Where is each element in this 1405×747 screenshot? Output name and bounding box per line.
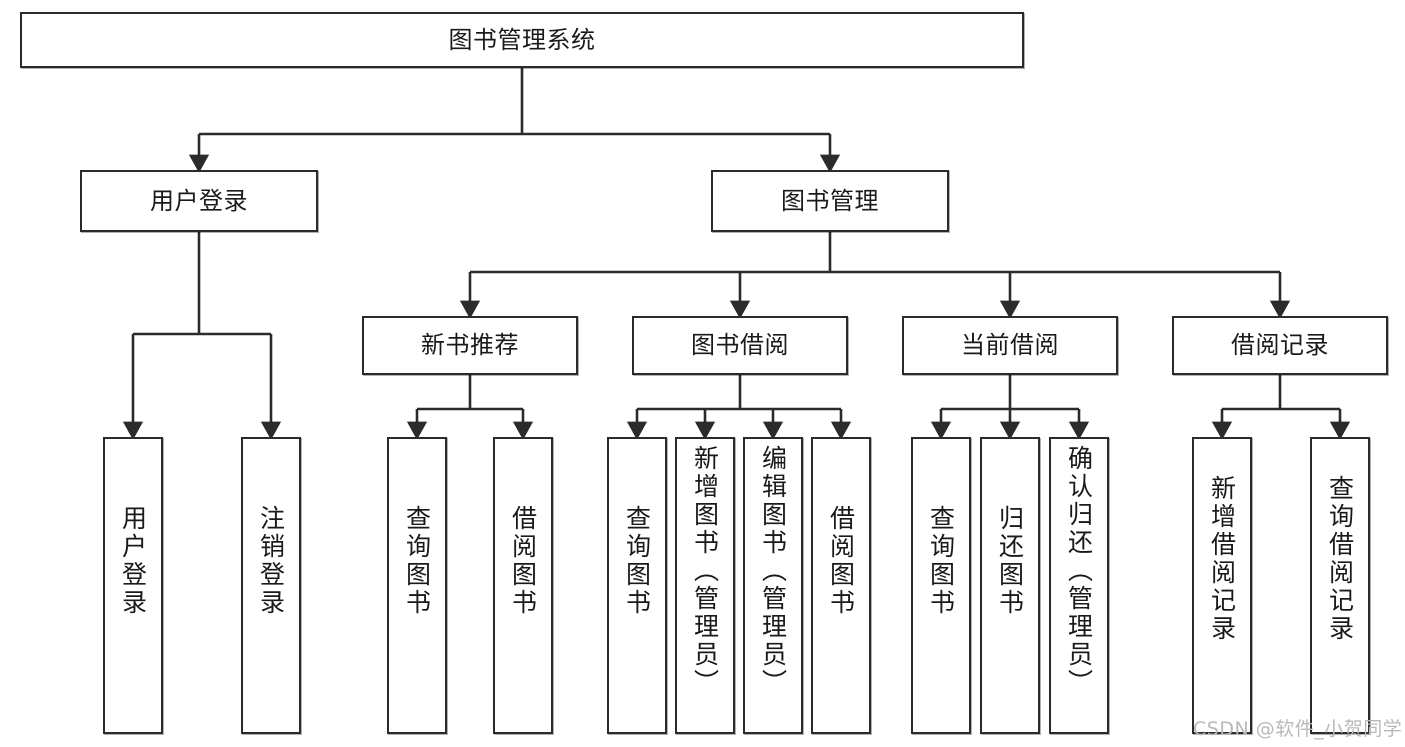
node-book-manage[interactable]: 图书管理 <box>711 170 949 232</box>
node-book-manage-label: 图书管理 <box>781 186 879 215</box>
node-leaf-query-book-1[interactable]: 查询图书 <box>387 437 447 734</box>
node-leaf-query-book-3-label: 查询图书 <box>926 505 956 617</box>
node-new-book-recommend[interactable]: 新书推荐 <box>362 316 578 375</box>
node-root[interactable]: 图书管理系统 <box>20 12 1024 68</box>
node-book-borrow[interactable]: 图书借阅 <box>632 316 848 375</box>
node-leaf-borrow-book-2[interactable]: 借阅图书 <box>811 437 871 734</box>
node-leaf-edit-book[interactable]: 编辑图书（管理员） <box>743 437 803 734</box>
node-root-label: 图书管理系统 <box>448 25 596 54</box>
node-leaf-query-record[interactable]: 查询借阅记录 <box>1310 437 1370 734</box>
node-leaf-borrow-book-1-label: 借阅图书 <box>508 505 538 617</box>
node-user-login[interactable]: 用户登录 <box>80 170 318 232</box>
node-leaf-logout-label: 注销登录 <box>256 505 286 617</box>
node-leaf-query-book-2[interactable]: 查询图书 <box>607 437 667 734</box>
node-leaf-add-book-label: 新增图书（管理员） <box>690 445 720 697</box>
node-leaf-query-record-label: 查询借阅记录 <box>1325 475 1355 643</box>
node-leaf-confirm-return[interactable]: 确认归还（管理员） <box>1049 437 1109 734</box>
node-leaf-add-record-label: 新增借阅记录 <box>1207 475 1237 643</box>
node-leaf-add-record[interactable]: 新增借阅记录 <box>1192 437 1252 734</box>
csdn-watermark: CSDN @软件_小贺同学 <box>1193 718 1403 740</box>
node-current-borrow[interactable]: 当前借阅 <box>902 316 1118 375</box>
node-leaf-add-book[interactable]: 新增图书（管理员） <box>675 437 735 734</box>
node-leaf-confirm-return-label: 确认归还（管理员） <box>1064 445 1094 697</box>
node-leaf-user-login-label: 用户登录 <box>118 505 148 617</box>
node-leaf-return-book-label: 归还图书 <box>995 505 1025 617</box>
node-leaf-borrow-book-2-label: 借阅图书 <box>826 505 856 617</box>
node-leaf-query-book-3[interactable]: 查询图书 <box>911 437 971 734</box>
node-book-borrow-label: 图书借阅 <box>691 331 789 360</box>
node-leaf-logout[interactable]: 注销登录 <box>241 437 301 734</box>
node-new-book-recommend-label: 新书推荐 <box>421 331 519 360</box>
node-leaf-query-book-2-label: 查询图书 <box>622 505 652 617</box>
node-leaf-edit-book-label: 编辑图书（管理员） <box>758 445 788 697</box>
node-leaf-borrow-book-1[interactable]: 借阅图书 <box>493 437 553 734</box>
node-current-borrow-label: 当前借阅 <box>961 331 1059 360</box>
node-leaf-return-book[interactable]: 归还图书 <box>980 437 1040 734</box>
node-borrow-record-label: 借阅记录 <box>1231 331 1329 360</box>
node-leaf-user-login[interactable]: 用户登录 <box>103 437 163 734</box>
node-user-login-label: 用户登录 <box>150 186 248 215</box>
node-borrow-record[interactable]: 借阅记录 <box>1172 316 1388 375</box>
node-leaf-query-book-1-label: 查询图书 <box>402 505 432 617</box>
